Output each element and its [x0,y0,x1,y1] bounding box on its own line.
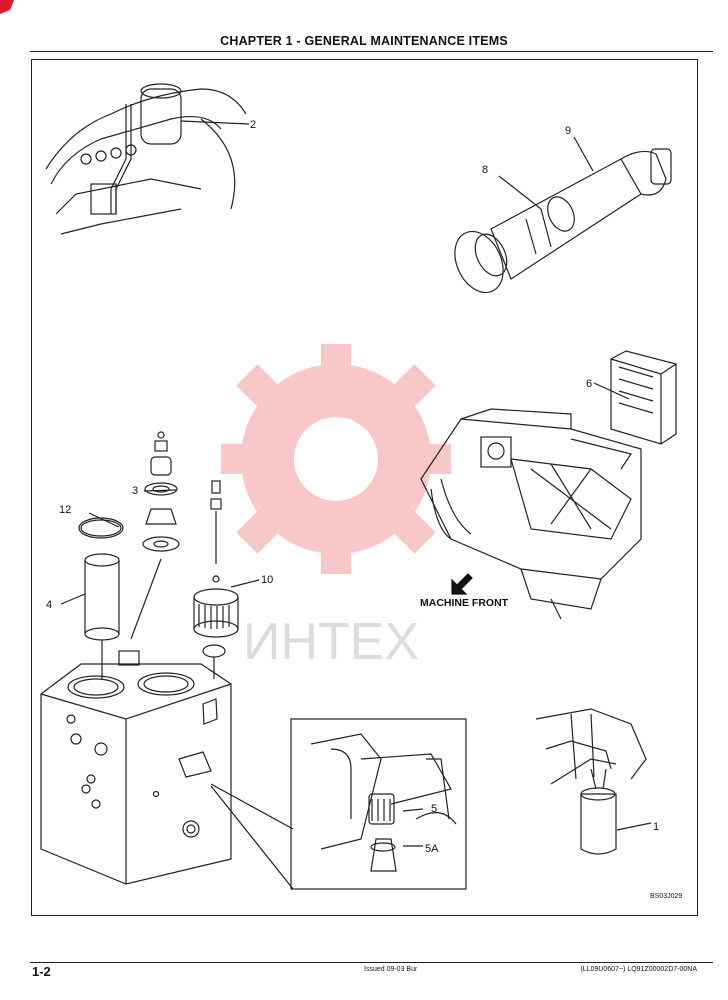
callout-1: 1 [653,821,659,833]
cab-air-filter [610,350,678,445]
document-code: (LL09U0607~) LQ91Z00002D7-00NA [580,966,697,973]
page-number: 1-2 [32,964,51,979]
corner-mark-icon [0,0,14,14]
figure-code: BS03J029 [650,893,682,900]
hydraulic-tank [40,650,232,885]
air-cleaner [454,148,672,294]
callout-5: 5 [431,803,437,815]
header-rule [30,51,713,52]
footer-rule [30,962,713,963]
callout-4: 4 [46,599,52,611]
arrow-machine-front-icon [451,573,473,595]
callout-6: 6 [586,378,592,390]
engine-oil-filter-view [535,708,647,855]
hydraulic-filter-parts [78,431,239,679]
issue-info: Issued 09-03 Bur [364,966,418,973]
pilot-filter-inset [290,718,467,890]
watermark-text: ИНТЕХ [243,613,419,671]
callout-8: 8 [482,164,488,176]
figure-frame [31,59,698,916]
watermark-gear-icon [221,344,451,574]
callout-3: 3 [132,485,138,497]
maintenance-figure: ИНТЕХ [40,83,682,900]
callout-2: 2 [250,119,256,131]
callout-9: 9 [565,125,571,137]
machine-front-label: MACHINE FRONT [420,597,509,609]
engine-fuel-filter-view [45,83,247,235]
air-conditioner-unit [420,408,642,620]
callout-12: 12 [59,504,71,516]
callout-5a: 5A [425,843,439,855]
callout-10: 10 [261,574,273,586]
callout-labels: 2 9 8 6 3 12 4 10 5 5A 1 MACHINE FRONT B… [46,119,682,900]
page-title: CHAPTER 1 - GENERAL MAINTENANCE ITEMS [220,34,508,48]
